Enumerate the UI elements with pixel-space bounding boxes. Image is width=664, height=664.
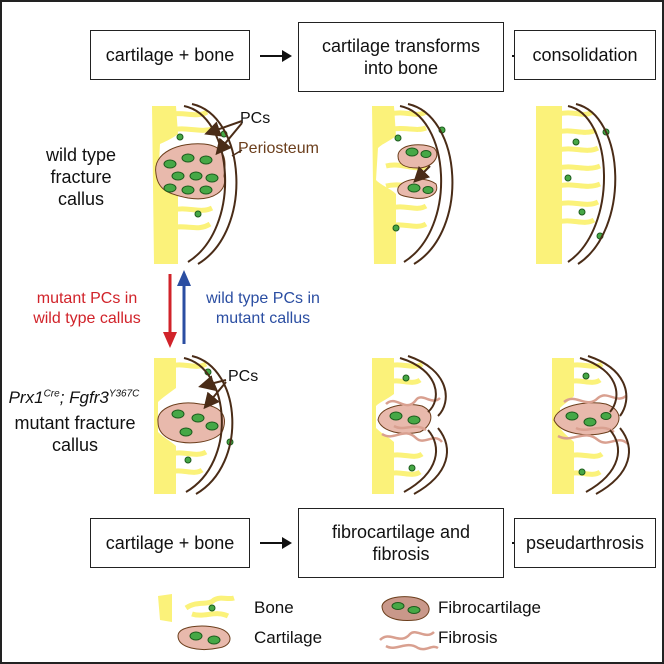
step-cartilage-bone-top: cartilage + bone bbox=[90, 30, 250, 80]
wt-callus-stage1 bbox=[152, 103, 243, 265]
step-consolidation: consolidation bbox=[514, 30, 656, 80]
legend-fibrocartilage-icon bbox=[381, 596, 430, 621]
transplant-up-label: wild type PCs in mutant callus bbox=[206, 290, 320, 327]
pcs-label-bottom: PCs bbox=[228, 368, 259, 385]
gene-fgfr3-sup: Y367C bbox=[108, 388, 140, 400]
periosteum-label: Periosteum bbox=[238, 140, 319, 157]
transplant-arrows bbox=[163, 270, 191, 348]
mutant-genotype-label: Prx1Cre; Fgfr3Y367C bbox=[4, 388, 144, 408]
step-cartilage-bone-bottom: cartilage + bone bbox=[90, 518, 250, 568]
step-pseudarthrosis: pseudarthrosis bbox=[514, 518, 656, 568]
step-fibrocartilage-fibrosis: fibrocartilage and fibrosis bbox=[298, 508, 504, 578]
gene-fgfr3: Fgfr3 bbox=[69, 388, 109, 407]
legend-bone-icon bbox=[158, 594, 235, 622]
mutant-callus-stage2 bbox=[372, 355, 448, 495]
transplant-down-label: mutant PCs in wild type callus bbox=[33, 290, 141, 327]
legend-fibrosis-icon bbox=[379, 630, 439, 651]
step-cartilage-transforms-top: cartilage transforms into bone bbox=[298, 22, 504, 92]
legend-cartilage-icon bbox=[177, 625, 231, 650]
genotype-separator: ; bbox=[59, 388, 70, 407]
mutant-callus-label: mutant fracture callus bbox=[14, 413, 136, 455]
flow-arrow-1-bottom bbox=[260, 537, 292, 549]
gene-prx1: Prx1 bbox=[8, 388, 44, 407]
gene-prx1-sup: Cre bbox=[43, 388, 60, 400]
legend-cartilage-label: Cartilage bbox=[254, 628, 323, 647]
mutant-callus-stage3 bbox=[552, 355, 630, 495]
wt-callus-stage2 bbox=[372, 103, 454, 265]
wild-type-callus-label: wild type fracture callus bbox=[45, 145, 117, 209]
legend-bone-label: Bone bbox=[254, 598, 294, 617]
wt-callus-stage3 bbox=[536, 103, 617, 265]
legend-fibrocartilage-label: Fibrocartilage bbox=[438, 598, 541, 617]
mutant-callus-stage1 bbox=[154, 355, 234, 495]
flow-arrow-1-top bbox=[260, 50, 292, 62]
pcs-label-top: PCs bbox=[240, 110, 271, 127]
legend-fibrosis-label: Fibrosis bbox=[438, 628, 498, 647]
